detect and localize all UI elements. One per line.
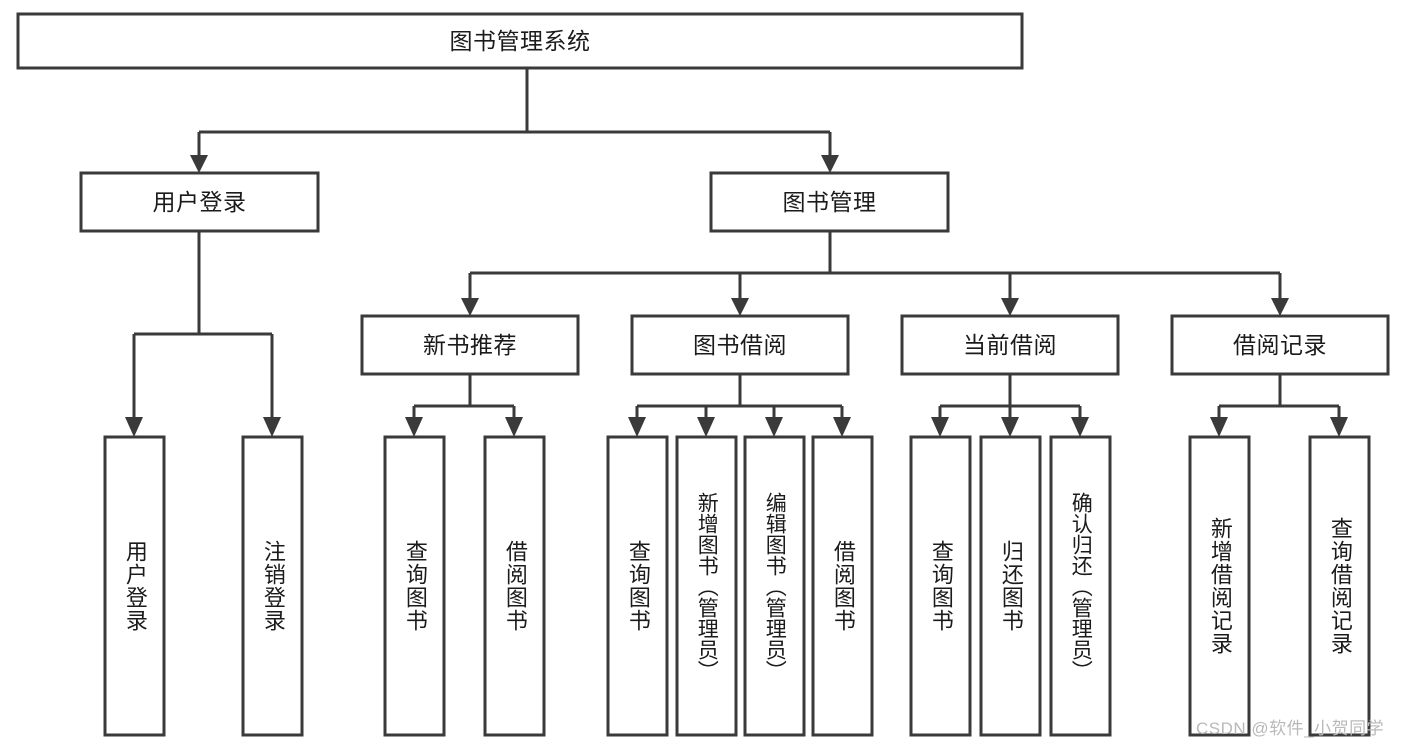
connector-bookborrow-to-leaves (628, 374, 851, 437)
connector-bookmgmt-to-level3 (461, 231, 1289, 316)
leaf-box[interactable] (909, 435, 972, 737)
leaf-box[interactable] (675, 435, 738, 737)
leaf-box[interactable] (241, 435, 304, 737)
arrow-head-icon (1330, 417, 1348, 437)
node-box-book-management[interactable] (709, 171, 950, 233)
arrow-head-icon (731, 298, 749, 316)
arrow-head-icon (190, 155, 208, 173)
node-box-user-login[interactable] (79, 171, 320, 233)
arrow-head-icon (821, 155, 839, 173)
node-box-borrow-record[interactable] (1170, 314, 1390, 376)
node-box-root[interactable] (16, 12, 1024, 70)
leaf-box[interactable] (1188, 435, 1251, 737)
leaf-box[interactable] (979, 435, 1042, 737)
connector-newbook-to-leaves (405, 374, 523, 437)
arrow-head-icon (461, 298, 479, 316)
leaf-box[interactable] (383, 435, 446, 737)
arrow-head-icon (505, 417, 523, 437)
leaf-box[interactable] (606, 435, 669, 737)
node-box-book-borrow[interactable] (630, 314, 850, 376)
leaf-box[interactable] (811, 435, 874, 737)
leaf-box[interactable] (1308, 435, 1371, 737)
arrow-head-icon (628, 417, 646, 437)
arrow-head-icon (1271, 298, 1289, 316)
connector-userlogin-to-leaves (125, 231, 281, 437)
arrow-head-icon (1001, 417, 1019, 437)
node-box-new-book-recommend[interactable] (360, 314, 580, 376)
leaf-box[interactable] (483, 435, 546, 737)
connector-borrowrecord-to-leaves (1210, 374, 1348, 437)
arrow-head-icon (1071, 417, 1089, 437)
arrow-head-icon (1001, 298, 1019, 316)
node-box-current-borrow[interactable] (900, 314, 1120, 376)
connector-currentborrow-to-leaves (931, 374, 1089, 437)
arrow-head-icon (833, 417, 851, 437)
node-boxes (16, 12, 1390, 737)
arrow-head-icon (931, 417, 949, 437)
arrow-head-icon (263, 417, 281, 437)
leaf-box[interactable] (103, 435, 166, 737)
arrow-head-icon (405, 417, 423, 437)
leaf-box[interactable] (743, 435, 806, 737)
arrow-head-icon (765, 417, 783, 437)
arrow-head-icon (125, 417, 143, 437)
arrow-head-icon (1210, 417, 1228, 437)
connector-root-to-level2 (190, 68, 839, 173)
arrow-head-icon (697, 417, 715, 437)
leaf-box[interactable] (1049, 435, 1112, 737)
